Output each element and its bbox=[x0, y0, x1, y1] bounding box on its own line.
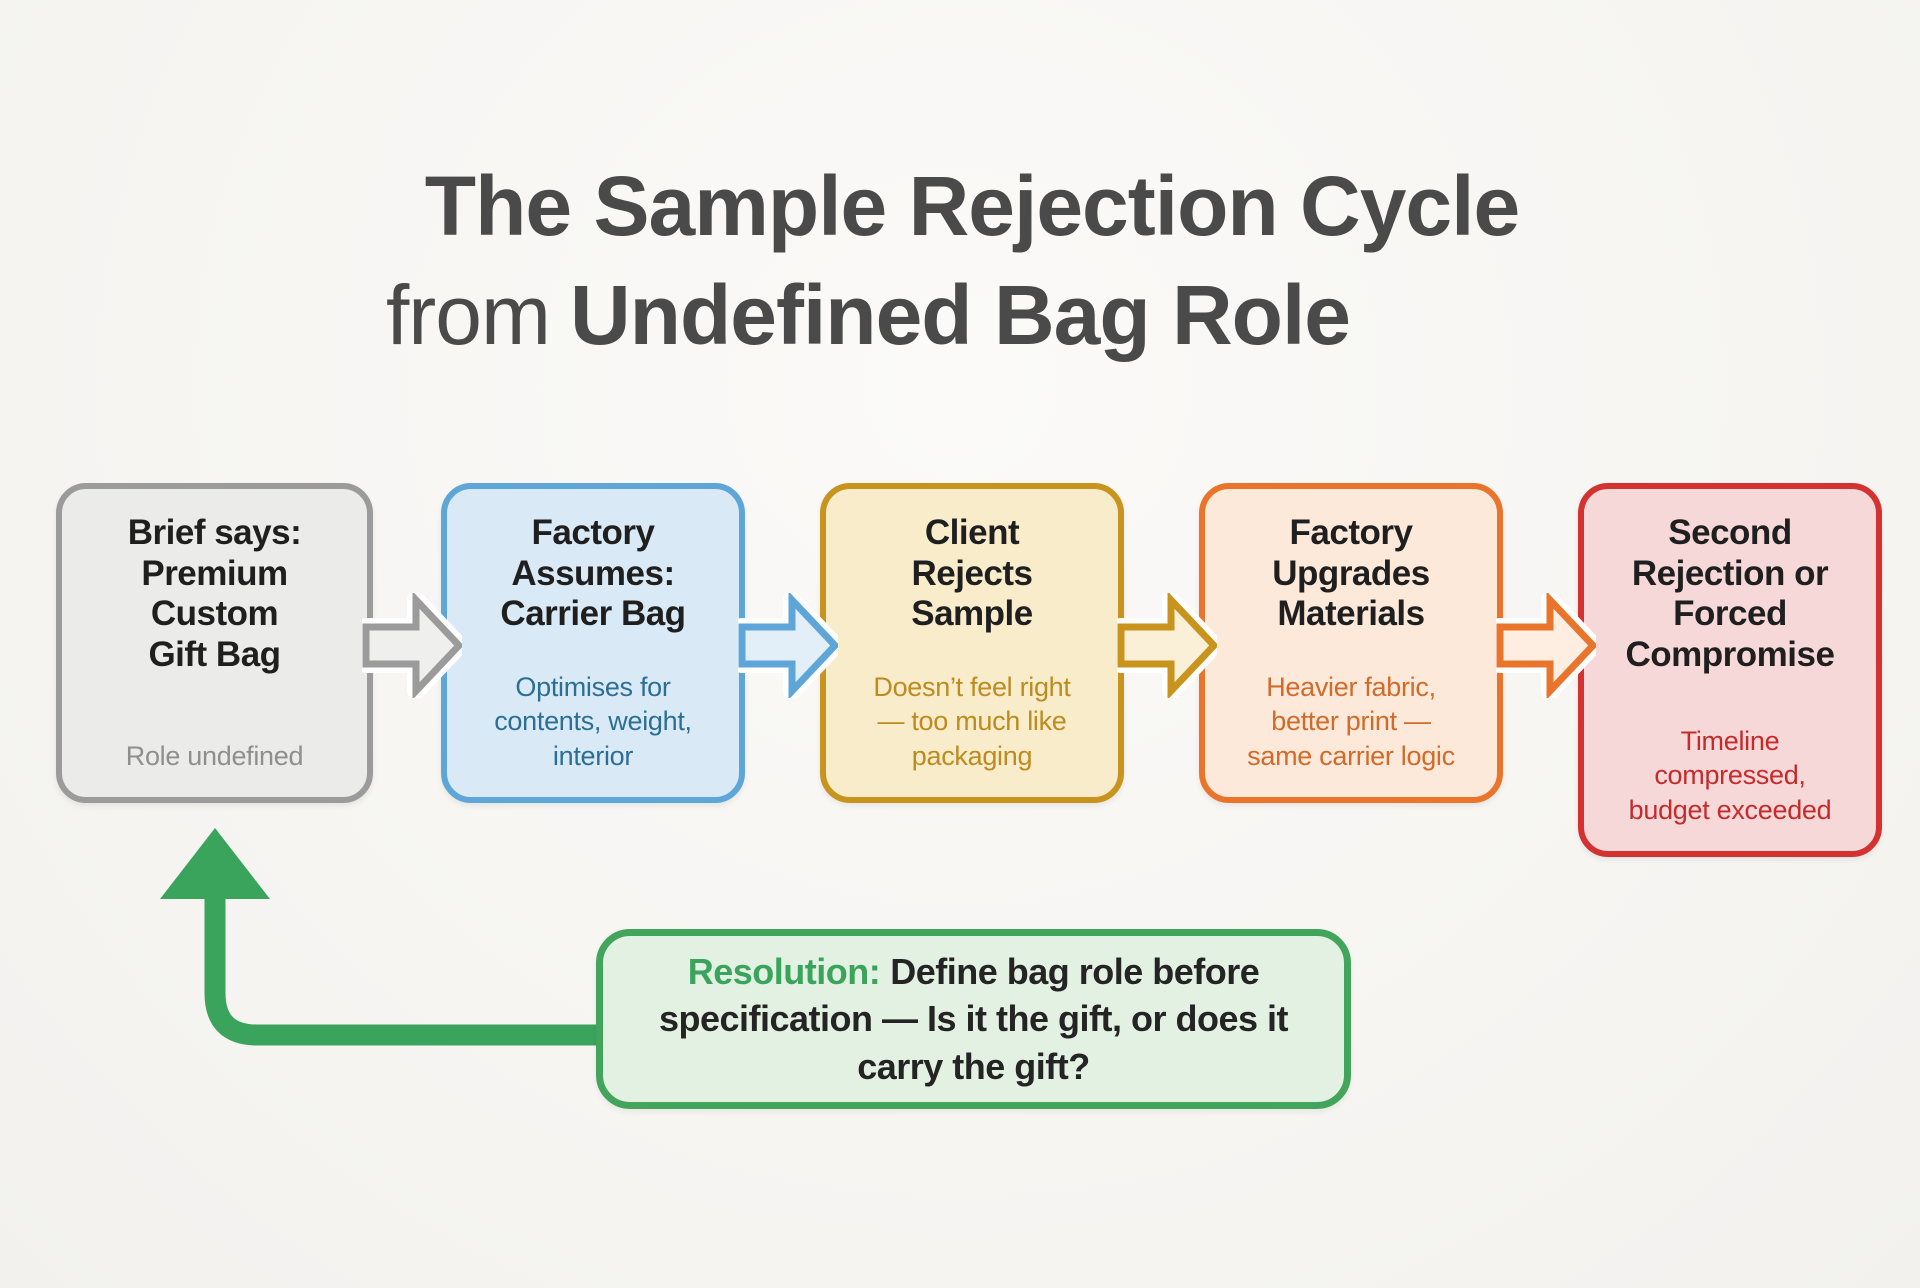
step-subtext: Optimises for contents, weight, interior bbox=[494, 672, 692, 771]
flow-arrow-shape bbox=[738, 593, 838, 698]
step-heading: Brief says: Premium Custom Gift Bag bbox=[127, 513, 302, 674]
step-heading: Client Rejects Sample bbox=[911, 513, 1033, 634]
title-line-2-bold: Undefined Bag Role bbox=[569, 268, 1351, 363]
flow-arrow-shape bbox=[1496, 593, 1596, 698]
step-box-factory-upgrades: Factory Upgrades Materials Heavier fabri… bbox=[1199, 483, 1503, 803]
step-subtext: Timeline compressed, budget exceeded bbox=[1628, 726, 1832, 825]
step-box-factory-assumes: Factory Assumes: Carrier Bag Optimises f… bbox=[441, 483, 745, 803]
flow-arrow-icon bbox=[738, 593, 838, 698]
step-heading: Factory Upgrades Materials bbox=[1272, 513, 1430, 634]
step-heading: Second Rejection or Forced Compromise bbox=[1625, 513, 1835, 674]
loop-arrow-icon bbox=[160, 828, 600, 1046]
title-line-1: The Sample Rejection Cycle bbox=[424, 159, 1520, 253]
flow-arrow-icon bbox=[1117, 593, 1217, 698]
step-subtext: Role undefined bbox=[125, 740, 304, 771]
step-heading: Factory Assumes: Carrier Bag bbox=[500, 513, 686, 634]
flow-arrow-shape bbox=[1117, 593, 1217, 698]
step-box-second-rejection: Second Rejection or Forced Compromise Ti… bbox=[1578, 483, 1882, 857]
flow-arrow-shape bbox=[362, 593, 462, 698]
flow-arrow-icon bbox=[1496, 593, 1596, 698]
step-box-client-rejects: Client Rejects Sample Doesn’t feel right… bbox=[820, 483, 1124, 803]
resolution-body: Define bag role before specification — I… bbox=[658, 950, 1289, 1087]
step-box-brief: Brief says: Premium Custom Gift Bag Role… bbox=[56, 483, 373, 803]
resolution-text: Resolution:Define bag role before specif… bbox=[603, 948, 1344, 1091]
resolution-box: Resolution:Define bag role before specif… bbox=[596, 929, 1351, 1109]
loop-arrowhead bbox=[160, 828, 270, 899]
step-subtext: Heavier fabric, better print — same carr… bbox=[1247, 672, 1455, 771]
step-subtext: Doesn’t feel right — too much like packa… bbox=[873, 672, 1071, 771]
flow-arrow-icon bbox=[362, 593, 462, 698]
resolution-label: Resolution: bbox=[687, 950, 881, 992]
loop-arrow-line bbox=[204, 895, 600, 1046]
title-line-2-light: from bbox=[385, 268, 551, 363]
